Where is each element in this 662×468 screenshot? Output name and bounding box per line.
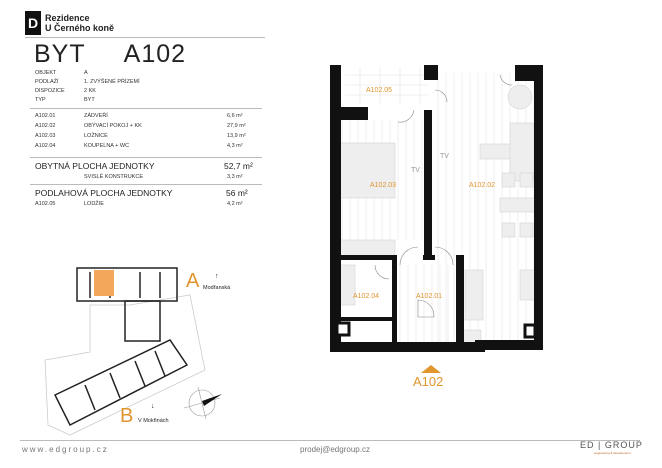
info-value: BYT	[84, 97, 95, 103]
entrance-label: A102	[413, 374, 443, 389]
brand-line2: U Černého koně	[45, 23, 115, 33]
room-area: 6,6 m²	[227, 113, 243, 119]
info-label: DISPOZICE	[35, 88, 65, 94]
floor-plan: A102.05 A102.03 A102.02 A102.04 A102.01 …	[330, 65, 543, 389]
room-code: A102.04	[35, 143, 56, 149]
room-label-a102-04: A102.04	[353, 293, 379, 300]
info-row: OBJEKT A	[35, 70, 260, 79]
room-row: A102.04 KOUPELNA + WC 4,3 m²	[35, 143, 260, 153]
site-plan	[44, 267, 222, 436]
building-b-letter: B	[120, 405, 134, 427]
email-link[interactable]: prodej@edgroup.cz	[300, 445, 370, 454]
room-row: A102.03 LOŽNICE 13,9 m²	[35, 133, 260, 143]
entrance-arrow-icon	[421, 365, 441, 373]
page-title: BYT A102	[34, 40, 187, 68]
loggia-code: A102.05	[35, 201, 56, 207]
floor-area-label: PODLAHOVÁ PLOCHA JEDNOTKY	[35, 188, 173, 198]
living-area-value: 52,7 m²	[224, 161, 253, 171]
info-label: OBJEKT	[35, 70, 57, 76]
room-code: A102.01	[35, 113, 56, 119]
tv-label-living: TV	[440, 153, 449, 160]
compass-icon	[183, 386, 222, 420]
room-table: A102.01 ZÁDVEŘÍ 6,6 m² A102.02 OBÝVACÍ POKOJ…	[35, 113, 260, 153]
edgroup-logo-sub: engineering & development	[594, 451, 631, 455]
edgroup-logo: ED | GROUP	[580, 440, 643, 450]
room-row: A102.01 ZÁDVEŘÍ 6,6 m²	[35, 113, 260, 123]
room-row: A102.02 OBÝVACÍ POKOJ + KK 27,9 m²	[35, 123, 260, 133]
room-code: A102.03	[35, 133, 56, 139]
info-row: DISPOZICE 2 KK	[35, 88, 260, 97]
room-label-a102-02: A102.02	[469, 182, 495, 189]
loggia-name: LODŽIE	[84, 201, 104, 207]
room-name: LOŽNICE	[84, 133, 108, 139]
tv-label-bedroom: TV	[411, 167, 420, 174]
structures-value: 3,3 m²	[227, 174, 243, 180]
brand-logo: D	[25, 11, 41, 35]
arrow-down-icon: ↓	[151, 403, 155, 410]
info-label: TYP	[35, 97, 46, 103]
building-a-letter: A	[186, 270, 200, 292]
room-label-a102-01: A102.01	[416, 293, 442, 300]
website-link[interactable]: www.edgroup.cz	[22, 445, 109, 454]
room-name: KOUPELNA + WC	[84, 143, 130, 149]
info-row: TYP BYT	[35, 97, 260, 106]
brand-line1: Rezidence	[45, 13, 90, 23]
structures-label: SVISLÉ KONSTRUKCE	[84, 174, 143, 180]
room-area: 27,9 m²	[227, 123, 246, 129]
street-a: Modřanská	[203, 285, 231, 291]
street-b: V Mokřinách	[138, 418, 169, 424]
floor-area-value: 56 m²	[226, 188, 248, 198]
living-area-label: OBYTNÁ PLOCHA JEDNOTKY	[35, 161, 155, 171]
arrow-up-icon: ↑	[215, 273, 219, 280]
info-row: PODLAŽÍ 1. ZVÝŠENÉ PŘÍZEMÍ	[35, 79, 260, 88]
unit-info: OBJEKT A PODLAŽÍ 1. ZVÝŠENÉ PŘÍZEMÍ DISPOZIC…	[35, 70, 260, 106]
highlighted-unit	[94, 270, 114, 296]
loggia-area: 4,2 m²	[227, 201, 243, 207]
room-label-a102-05: A102.05	[366, 87, 392, 94]
room-label-a102-03: A102.03	[370, 182, 396, 189]
room-area: 4,3 m²	[227, 143, 243, 149]
info-label: PODLAŽÍ	[35, 79, 59, 85]
room-code: A102.02	[35, 123, 56, 129]
room-name: OBÝVACÍ POKOJ + KK	[84, 123, 142, 129]
room-name: ZÁDVEŘÍ	[84, 113, 108, 119]
info-value: 2 KK	[84, 88, 96, 94]
room-area: 13,9 m²	[227, 133, 246, 139]
info-value: 1. ZVÝŠENÉ PŘÍZEMÍ	[84, 79, 140, 85]
info-value: A	[84, 70, 88, 76]
